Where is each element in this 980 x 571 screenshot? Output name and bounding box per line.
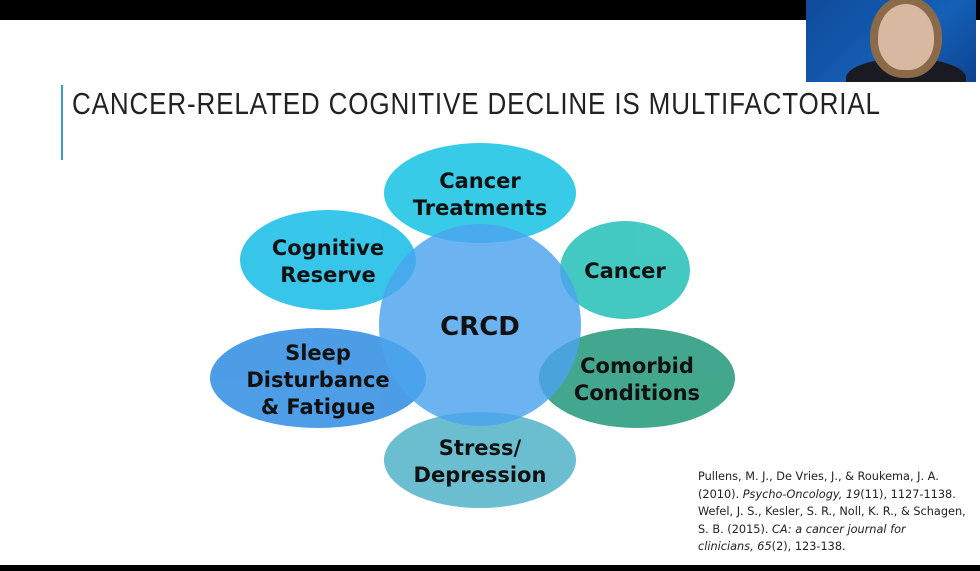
factor-label: Cancer [584, 259, 666, 283]
slide-title: CANCER-RELATED COGNITIVE DECLINE IS MULT… [72, 86, 881, 121]
reference-line: S. B. (2015). CA: a cancer journal for [698, 522, 906, 536]
factor-label: Sleep [285, 341, 351, 365]
factor-label: Conditions [574, 381, 700, 405]
participant-face [878, 4, 934, 70]
factor-stress-depression [384, 412, 576, 508]
factor-sleep-fatigue [210, 328, 426, 428]
factor-label: Disturbance [246, 368, 389, 392]
factor-label: Stress/ [439, 436, 522, 460]
center-crcd-circle [379, 224, 581, 426]
factor-label: & Fatigue [261, 395, 375, 419]
participant-video-thumbnail[interactable] [806, 0, 976, 82]
factor-label: Comorbid [580, 354, 694, 378]
title-accent-line [61, 85, 63, 160]
reference-line: Pullens, M. J., De Vries, J., & Roukema,… [698, 470, 939, 483]
factor-cancer [560, 221, 690, 319]
factor-label: Reserve [280, 263, 375, 287]
reference-line: clinicians, 65(2), 123-138. [698, 540, 846, 553]
factor-label: Depression [414, 463, 547, 487]
factor-cancer-treatments [384, 143, 576, 243]
center-label: CRCD [440, 312, 520, 342]
reference-line: Wefel, J. S., Kesler, S. R., Noll, K. R.… [698, 505, 966, 518]
reference-line: (2010). Psycho-Oncology, 19(11), 1127-11… [698, 487, 956, 501]
factor-comorbid-conditions [539, 328, 735, 428]
factor-label: Cognitive [272, 236, 384, 260]
factor-label: Cancer [439, 169, 521, 193]
factor-label: Treatments [413, 196, 547, 220]
references: Pullens, M. J., De Vries, J., & Roukema,… [698, 468, 966, 556]
factor-cognitive-reserve [240, 210, 416, 310]
